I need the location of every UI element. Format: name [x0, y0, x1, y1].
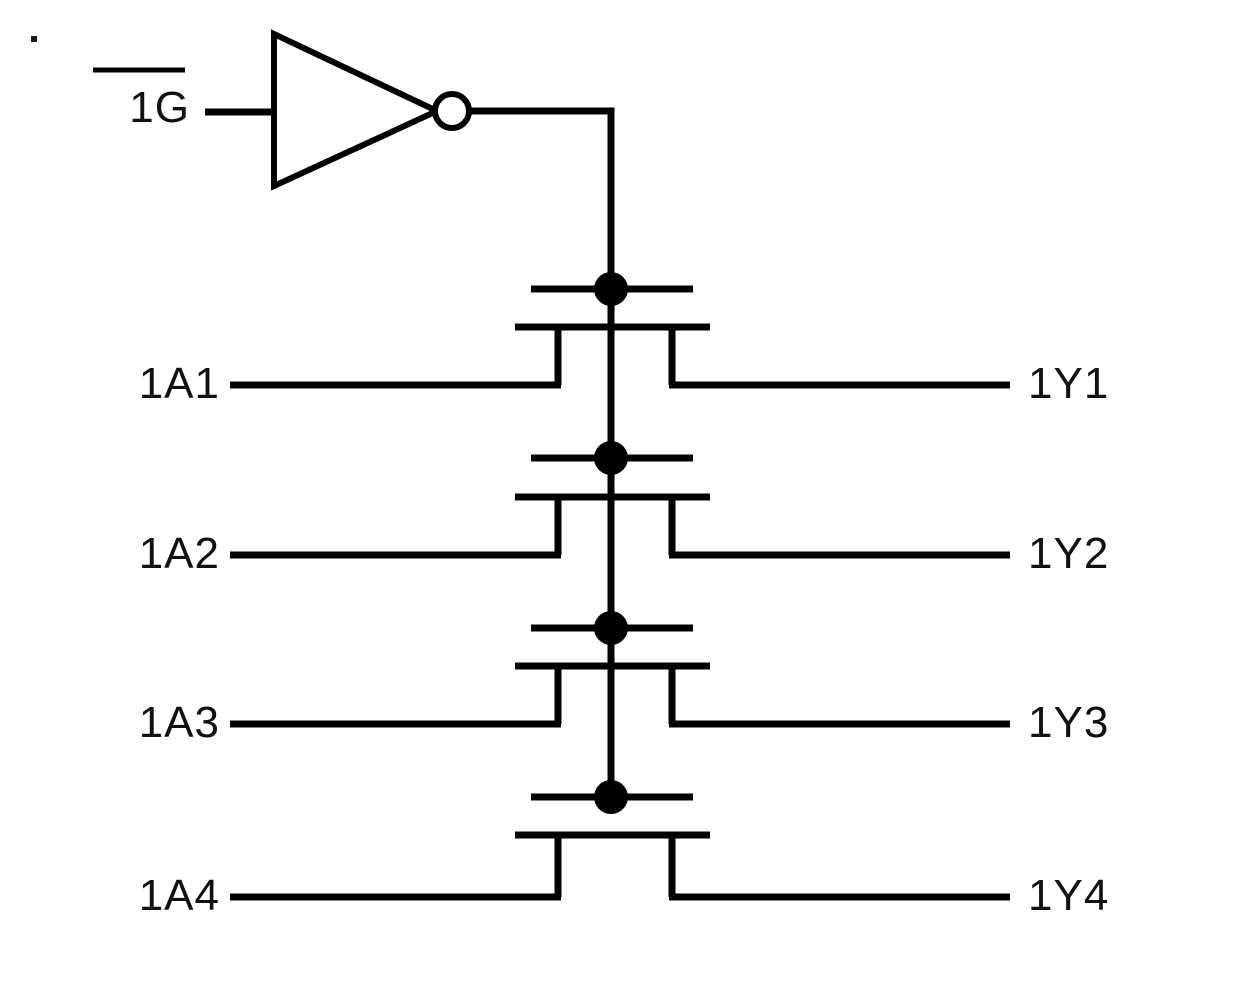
transmission-gate-2 — [230, 441, 1010, 559]
enable-input-label: 1G — [129, 83, 190, 132]
transmission-gate-3 — [230, 611, 1010, 728]
transmission-gate-4 — [230, 780, 1010, 901]
input-label-1a4: 1A4 — [138, 871, 220, 920]
gate-1-junction-dot — [594, 272, 628, 306]
output-label-1y2: 1Y2 — [1028, 529, 1110, 578]
inverter-triangle — [271, 29, 445, 191]
output-label-1y1: 1Y1 — [1028, 359, 1110, 408]
inverter-bubble-icon — [432, 91, 472, 131]
gate-3-junction-dot — [594, 611, 628, 645]
input-label-1a3: 1A3 — [138, 698, 220, 747]
control-bus-wire — [469, 107, 615, 797]
gate-4-junction-dot — [594, 780, 628, 814]
output-label-1y4: 1Y4 — [1028, 871, 1110, 920]
input-label-1a1: 1A1 — [138, 359, 220, 408]
scan-artifact-dot — [31, 36, 37, 42]
gate-2-junction-dot — [594, 441, 628, 475]
input-label-1a2: 1A2 — [138, 529, 220, 578]
transmission-gate-1 — [230, 272, 1010, 389]
output-label-1y3: 1Y3 — [1028, 698, 1110, 747]
